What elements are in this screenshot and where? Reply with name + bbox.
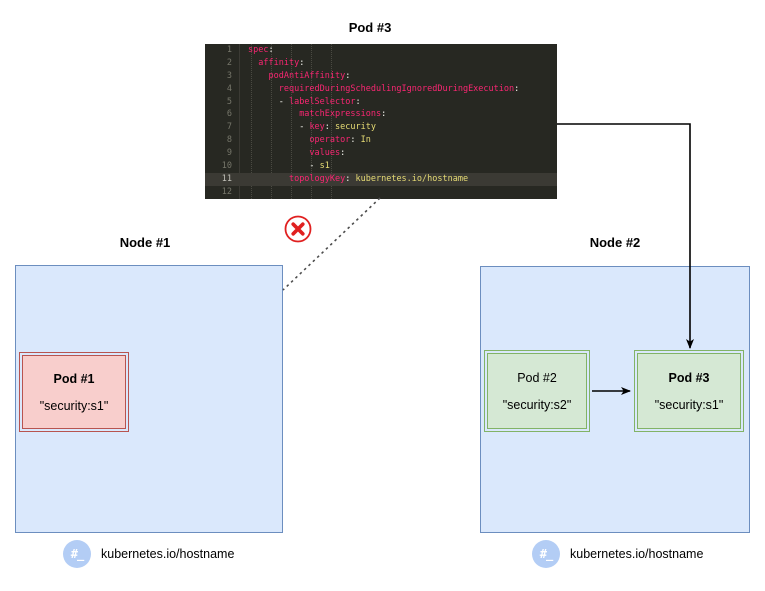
node2-title: Node #2 (589, 235, 641, 250)
gutter-separator (239, 44, 240, 199)
pod-1-box[interactable]: Pod #1 "security:s1" (19, 352, 129, 432)
line-number: 7 (226, 122, 232, 133)
line-number: 10 (221, 161, 232, 172)
node2-hostname-label: kubernetes.io/hostname (570, 547, 704, 561)
code-line: 1 spec: (205, 44, 557, 57)
code-line: 12 (205, 186, 557, 199)
red-x-circle-icon (284, 215, 312, 243)
code-line-text: affinity: (258, 57, 305, 68)
pod-3-name: Pod #3 (668, 370, 710, 385)
code-line-text: spec: (248, 45, 274, 55)
line-number: 12 (221, 186, 232, 197)
line-number: 9 (226, 148, 232, 159)
line-number: 11 (221, 173, 232, 184)
line-number: 8 (226, 135, 232, 146)
node1-hostname-label: kubernetes.io/hostname (101, 547, 235, 561)
code-line-text: - key: security (299, 122, 376, 133)
code-line: 7 - key: security (205, 121, 557, 134)
line-number: 4 (226, 83, 232, 94)
pod-1-name: Pod #1 (53, 371, 95, 386)
node1-hostname-row: #_ kubernetes.io/hostname (63, 540, 234, 568)
code-line: 10 - s1 (205, 160, 557, 173)
code-line-text: topologyKey: kubernetes.io/hostname (288, 173, 469, 184)
pod3-code-title: Pod #3 (348, 20, 392, 35)
line-number: 6 (226, 109, 232, 120)
line-number: 5 (226, 96, 232, 107)
code-line-text: values: (309, 148, 346, 159)
code-line-text: - labelSelector: (278, 96, 361, 107)
node1-title: Node #1 (119, 235, 171, 250)
pod-2-name: Pod #2 (517, 370, 557, 385)
code-line-text: operator: In (309, 135, 371, 146)
code-line: 8 operator: In (205, 134, 557, 147)
code-line: 5 - labelSelector: (205, 96, 557, 109)
pod-3-label: "security:s1" (654, 397, 724, 412)
rejected-placement-dashed-line (282, 197, 381, 291)
code-line: 11 topologyKey: kubernetes.io/hostname (205, 172, 557, 186)
code-line: 2 affinity: (205, 57, 557, 70)
hash-terminal-icon: #_ (532, 540, 560, 568)
pod-3-box[interactable]: Pod #3 "security:s1" (634, 350, 744, 432)
code-line-text: matchExpressions: (299, 109, 387, 120)
code-line: 4 requiredDuringSchedulingIgnoredDuringE… (205, 83, 557, 96)
code-line-text: requiredDuringSchedulingIgnoredDuringExe… (278, 83, 520, 94)
pod-2-label: "security:s2" (502, 397, 572, 412)
code-line: 6 matchExpressions: (205, 108, 557, 121)
code-line: 9 values: (205, 147, 557, 160)
line-number: 3 (226, 70, 232, 81)
pod-1-label: "security:s1" (39, 398, 109, 413)
node2-hostname-row: #_ kubernetes.io/hostname (532, 540, 703, 568)
pod-2-box[interactable]: Pod #2 "security:s2" (484, 350, 590, 432)
line-number: 1 (226, 45, 232, 55)
code-line: 3 podAntiAffinity: (205, 70, 557, 83)
hash-terminal-icon: #_ (63, 540, 91, 568)
code-line-text: - s1 (309, 161, 330, 172)
line-number: 2 (226, 57, 232, 68)
code-line-text: podAntiAffinity: (268, 70, 351, 81)
